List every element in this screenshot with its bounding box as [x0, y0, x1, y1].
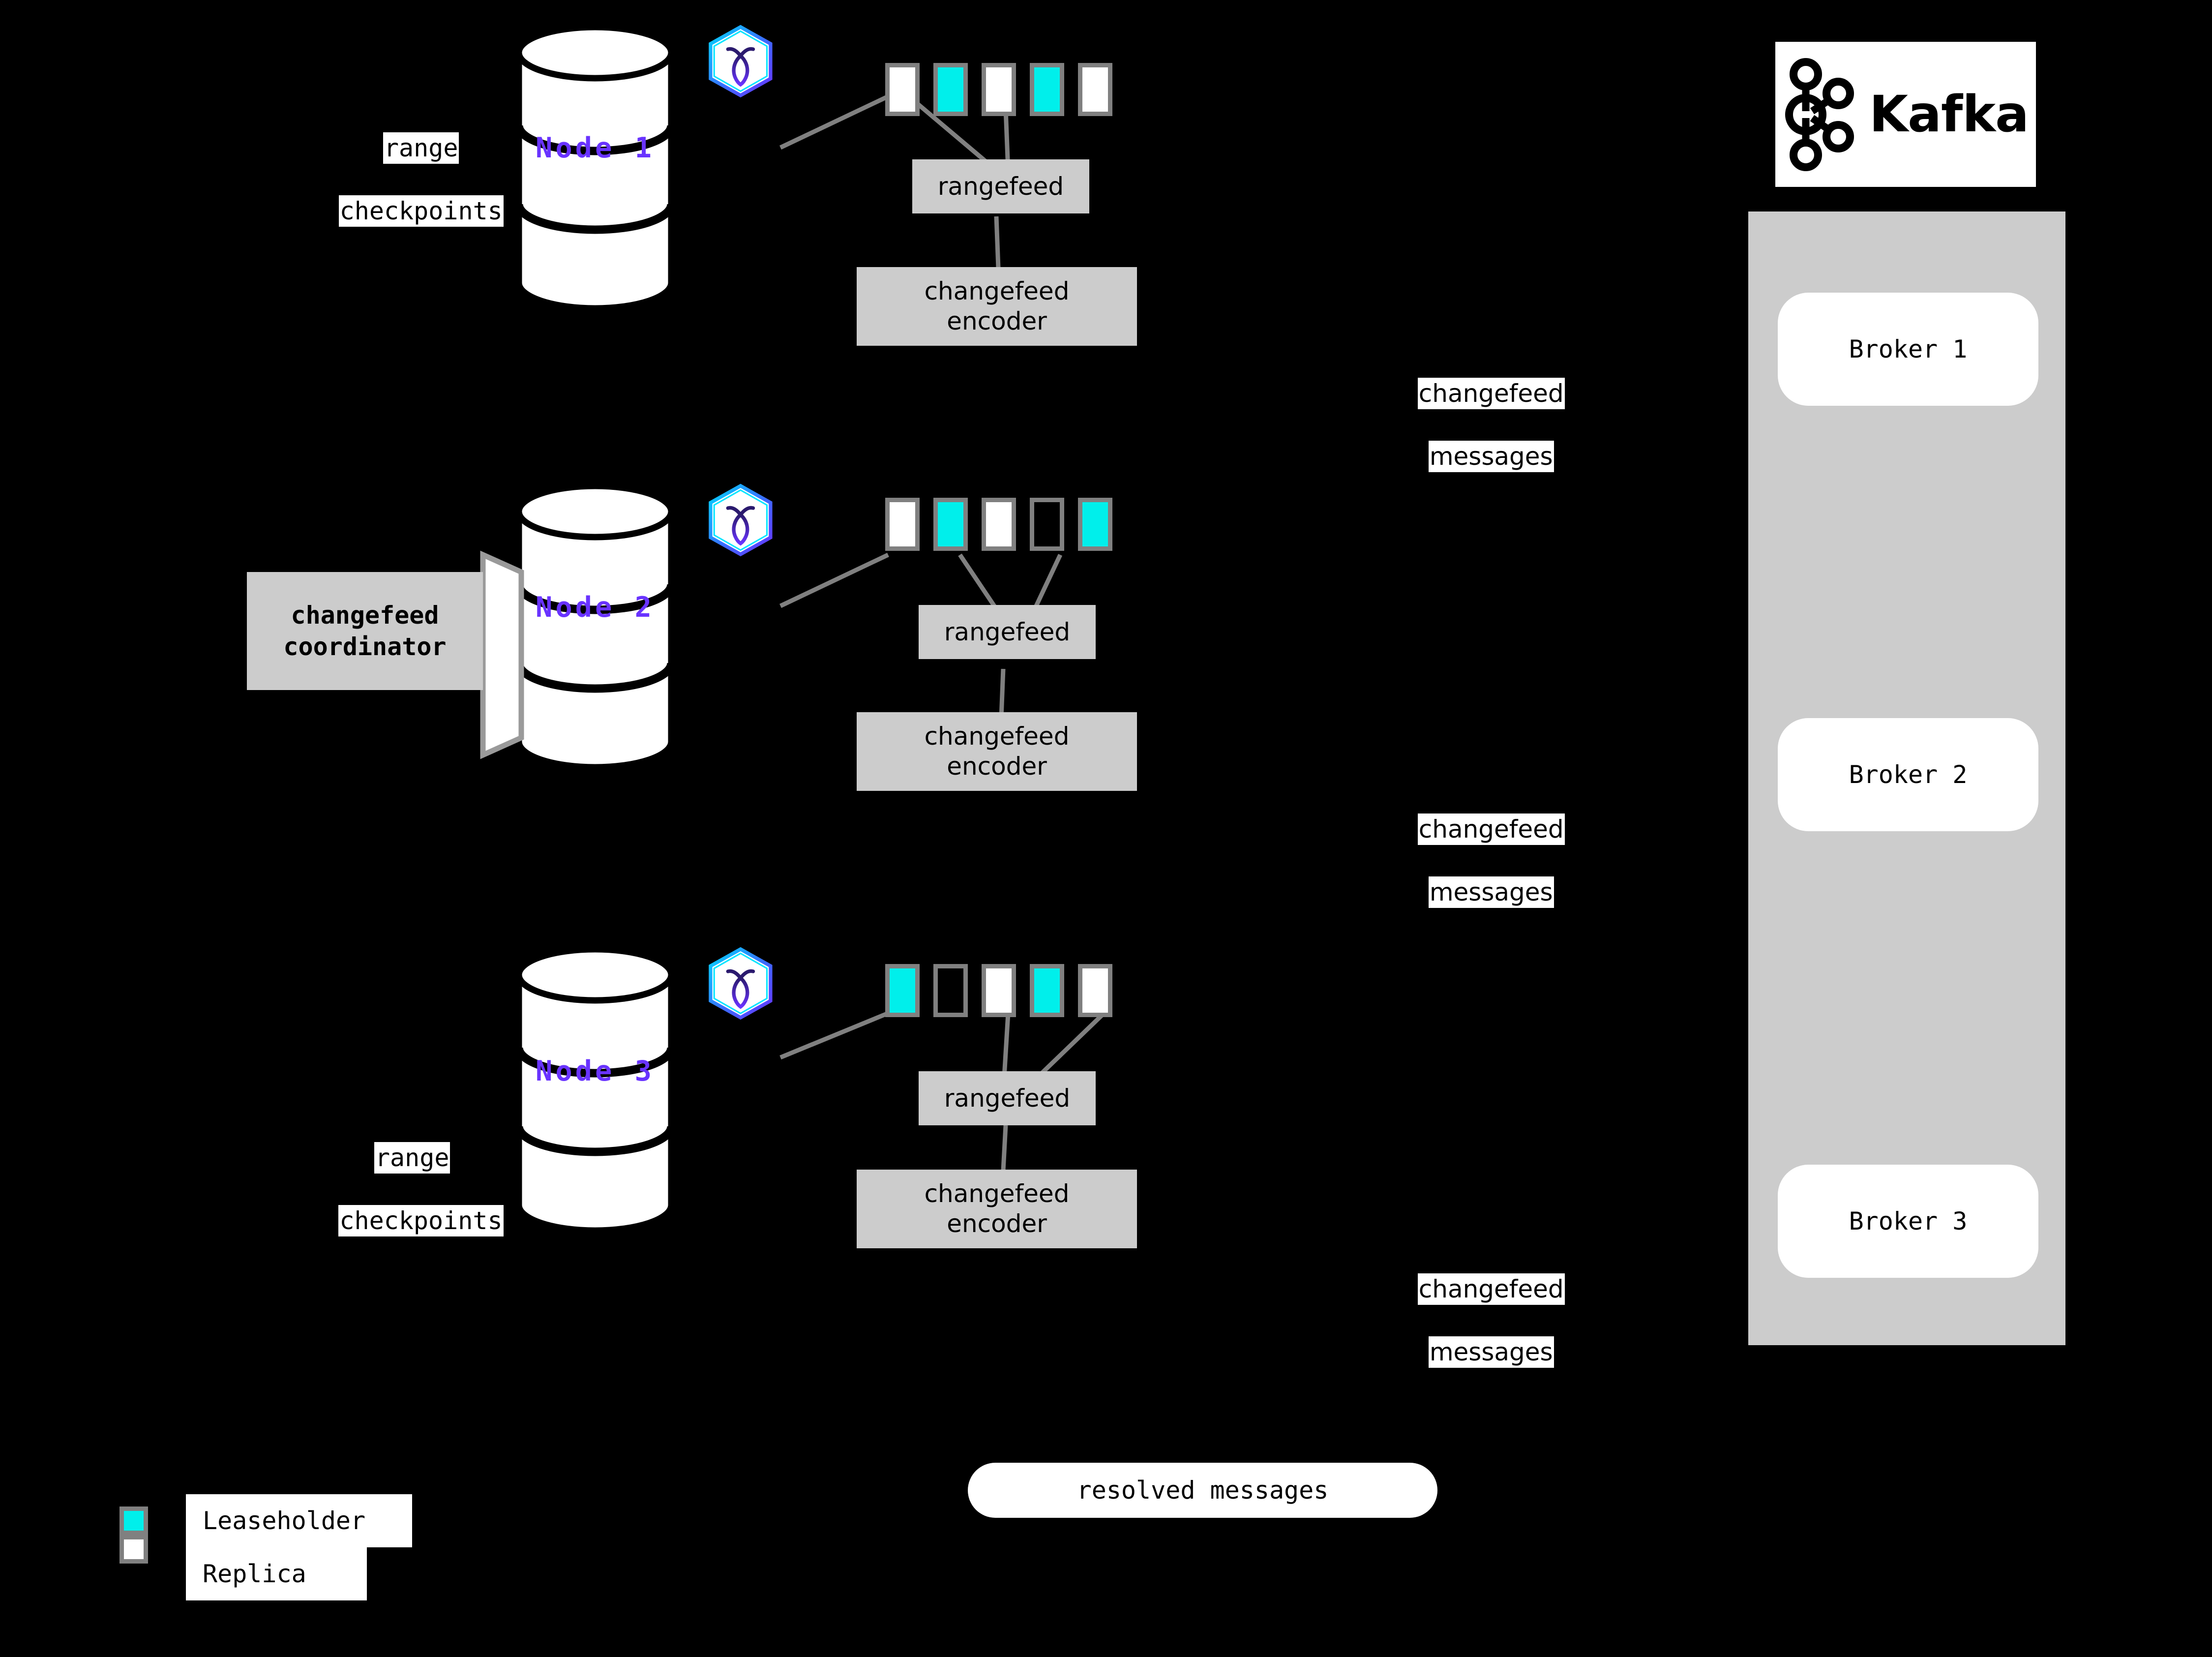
broker-3[interactable]: Broker 3 — [1778, 1165, 2038, 1278]
encoder-line-2: encoder — [947, 1209, 1047, 1238]
node-1-label: Node 1 — [536, 132, 655, 164]
range-box-replica[interactable] — [1078, 63, 1112, 116]
range-checkpoints-line-2: checkpoints — [338, 1205, 504, 1236]
resolved-messages-pill[interactable]: resolved messages — [968, 1463, 1437, 1518]
coordinator-line-2: coordinator — [283, 633, 447, 661]
encoder-line-1: changefeed — [924, 277, 1070, 305]
changefeed-messages-line-1: changefeed — [1417, 378, 1565, 409]
broker-1[interactable]: Broker 1 — [1778, 293, 2038, 406]
kafka-wordmark: Kafka — [1869, 85, 2029, 144]
node-1-ranges — [885, 63, 1126, 116]
range-box-leaseholder[interactable] — [933, 63, 968, 116]
range-box-empty[interactable] — [1030, 498, 1064, 551]
range-checkpoints-line-2: checkpoints — [338, 195, 504, 227]
node-1-cylinder — [519, 27, 671, 308]
kafka-logo-card: Kafka — [1775, 42, 2036, 187]
node-2-changefeed-encoder-box[interactable]: changefeed encoder — [857, 712, 1137, 791]
node-1-changefeed-encoder-box[interactable]: changefeed encoder — [857, 267, 1137, 346]
changefeed-messages-label-2: changefeed messages — [1348, 782, 1575, 939]
range-box-replica[interactable] — [982, 63, 1016, 116]
range-box-replica[interactable] — [885, 498, 920, 551]
node-3-label: Node 3 — [536, 1055, 655, 1087]
range-checkpoints-label-bottom: range checkpoints — [279, 1111, 504, 1268]
changefeed-messages-line-1: changefeed — [1417, 813, 1565, 845]
node-3-changefeed-encoder-box[interactable]: changefeed encoder — [857, 1170, 1137, 1248]
range-box-leaseholder[interactable] — [1078, 498, 1112, 551]
range-box-leaseholder[interactable] — [1030, 964, 1064, 1017]
encoder-line-2: encoder — [947, 307, 1047, 335]
changefeed-messages-label-1: changefeed messages — [1348, 346, 1575, 504]
range-checkpoints-line-1: range — [383, 132, 459, 164]
encoder-line-1: changefeed — [924, 1179, 1070, 1208]
node-2-cockroachdb-hexagon-icon — [711, 486, 771, 554]
node-3-cylinder — [519, 949, 671, 1231]
node-1-cockroachdb-hexagon-icon — [711, 27, 771, 95]
kafka-nodes-icon — [1785, 58, 1854, 171]
range-box-empty[interactable] — [933, 964, 968, 1017]
node-3-ranges — [885, 964, 1126, 1017]
legend-swatch-replica — [120, 1535, 148, 1564]
broker-2[interactable]: Broker 2 — [1778, 718, 2038, 831]
node-2-cylinder — [519, 486, 671, 767]
changefeed-messages-line-2: messages — [1428, 441, 1554, 472]
node-3-rangefeed-box[interactable]: rangefeed — [919, 1071, 1096, 1125]
coordinator-pointer — [480, 550, 524, 759]
node-2-ranges — [885, 498, 1126, 551]
range-box-replica[interactable] — [982, 498, 1016, 551]
changefeed-messages-line-1: changefeed — [1417, 1273, 1565, 1305]
coordinator-line-1: changefeed — [291, 601, 439, 630]
range-checkpoints-line-1: range — [374, 1142, 450, 1174]
range-box-leaseholder[interactable] — [933, 498, 968, 551]
node-1-rangefeed-box[interactable]: rangefeed — [912, 159, 1089, 213]
range-box-replica[interactable] — [982, 964, 1016, 1017]
node-2-rangefeed-box[interactable]: rangefeed — [919, 605, 1096, 659]
legend-label-leaseholder: Leaseholder — [186, 1494, 412, 1547]
changefeed-coordinator-box[interactable]: changefeed coordinator — [247, 572, 483, 690]
range-box-leaseholder[interactable] — [1030, 63, 1064, 116]
changefeed-messages-label-3: changefeed messages — [1348, 1242, 1575, 1399]
changefeed-messages-line-2: messages — [1428, 1336, 1554, 1368]
encoder-line-2: encoder — [947, 752, 1047, 781]
range-box-leaseholder[interactable] — [885, 964, 920, 1017]
legend-label-replica: Replica — [186, 1547, 367, 1600]
range-checkpoints-label-top: range checkpoints — [278, 101, 505, 258]
range-box-replica[interactable] — [885, 63, 920, 116]
node-3-cockroachdb-hexagon-icon — [711, 949, 771, 1018]
node-2-label: Node 2 — [536, 591, 655, 624]
encoder-line-1: changefeed — [924, 722, 1070, 751]
legend-swatch-leaseholder — [120, 1506, 148, 1535]
changefeed-messages-line-2: messages — [1428, 876, 1554, 908]
range-box-replica[interactable] — [1078, 964, 1112, 1017]
